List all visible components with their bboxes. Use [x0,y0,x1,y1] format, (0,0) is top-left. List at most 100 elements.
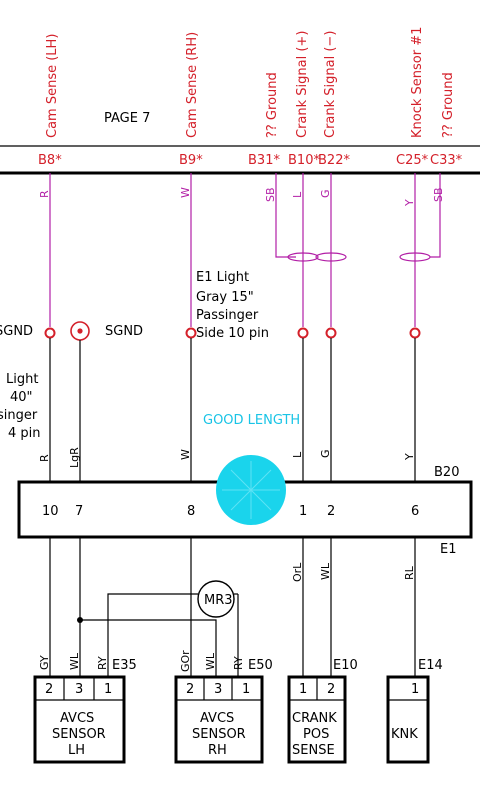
page-label: PAGE 7 [104,111,150,126]
svg-text:4 pin: 4 pin [8,426,41,441]
svg-text:3: 3 [214,682,222,697]
pin-code-c25: C25* [396,153,429,168]
connector-side: E1 [440,542,457,557]
splice-dot [77,617,83,623]
svg-text:RY: RY [232,656,245,670]
svg-text:SENSOR: SENSOR [52,727,106,742]
svg-text:R: R [38,190,51,198]
pin-code-b9: B9* [179,153,203,168]
mid-wires [49,338,416,482]
svg-text:Passinger: Passinger [196,308,259,323]
sensor-conn-e35: E35 [112,658,137,673]
sensor-avcs-rh: 2 3 1 AVCS SENSOR RH [174,675,264,764]
svg-text:LH: LH [68,743,85,758]
svg-text:RH: RH [208,743,227,758]
svg-text:RY: RY [96,656,109,670]
header-cam-sense-rh: Cam Sense (RH) [185,32,200,138]
svg-text:SB: SB [432,187,445,202]
svg-text:KNK: KNK [391,727,418,742]
sensor-conn-e10: E10 [333,658,358,673]
highlight-star [222,461,280,519]
pin-code-c33: C33* [430,153,463,168]
good-length-note: GOOD LENGTH [203,413,300,428]
svg-text:CRANK: CRANK [292,711,337,726]
left-note: Light 40" singer 4 pin [0,372,41,441]
sensor-wire-color-labels: GY WL RY GOr WL RY [38,650,245,672]
mr3-resistor [197,580,235,618]
svg-text:2: 2 [327,504,335,519]
svg-text:2: 2 [186,682,194,697]
harness-color-labels: OrL WL RL [291,562,416,582]
svg-text:WL: WL [204,652,217,670]
svg-text:6: 6 [411,504,419,519]
pin-code-b31: B31* [248,153,280,168]
header-ground-c33: ?? Ground [441,72,456,138]
svg-text:E1 Light: E1 Light [196,270,249,285]
svg-text:AVCS: AVCS [60,711,94,726]
shield-ellipses [287,252,431,262]
upper-wires [49,173,441,327]
sensor-crank-pos: 1 2 CRANK POS SENSE [287,675,347,764]
mr3-label: MR3 [204,593,233,608]
header-crank-signal-minus: Crank Signal (−) [323,31,338,138]
upper-wire-color-labels: R W SB L G Y SB [38,187,445,207]
svg-text:R: R [38,454,51,462]
sensor-conn-e50: E50 [248,658,273,673]
svg-text:W: W [179,449,192,460]
svg-text:SENSOR: SENSOR [192,727,246,742]
svg-text:1: 1 [299,504,307,519]
svg-text:1: 1 [299,682,307,697]
svg-text:W: W [179,187,192,198]
svg-text:GOr: GOr [179,650,192,672]
header-cam-sense-lh: Cam Sense (LH) [45,34,60,138]
svg-text:1: 1 [104,682,112,697]
svg-text:AVCS: AVCS [200,711,234,726]
svg-text:singer: singer [0,408,38,423]
svg-text:Y: Y [403,199,416,207]
svg-text:POS: POS [303,727,329,742]
svg-text:WL: WL [319,562,332,580]
svg-text:LgR: LgR [68,447,81,468]
sensor-avcs-lh: 2 3 1 AVCS SENSOR LH [33,675,126,764]
svg-text:WL: WL [68,652,81,670]
svg-text:10: 10 [42,504,59,519]
svg-text:Side 10 pin: Side 10 pin [196,326,269,341]
header-crank-signal-plus: Crank Signal (+) [295,31,310,138]
svg-text:GY: GY [38,655,51,670]
svg-text:2: 2 [45,682,53,697]
svg-text:8: 8 [187,504,195,519]
svg-text:G: G [319,449,332,458]
pin-code-row: B8* B9* B31* B10* B22* C25* C33* [38,153,463,168]
sgnd-center-dot [77,328,83,334]
svg-text:SB: SB [264,187,277,202]
sensor-knk: 1 KNK [386,675,430,764]
sensor-conn-e14: E14 [418,658,443,673]
svg-text:Light: Light [6,372,38,387]
svg-text:G: G [319,189,332,198]
sgnd-right: SGND [105,324,143,339]
svg-text:40": 40" [10,390,33,405]
svg-text:1: 1 [411,682,419,697]
connection-points [44,321,421,341]
pin-code-b10: B10* [288,153,320,168]
svg-text:SENSE: SENSE [292,743,335,758]
pin-code-b8: B8* [38,153,62,168]
lower-wire-color-labels: R LgR W L G Y [38,447,416,468]
lower-wires [49,537,416,677]
svg-text:Y: Y [403,453,416,461]
connector-pin-numbers: 10 7 8 1 2 6 [42,504,419,519]
e1-note: E1 Light Gray 15" Passinger Side 10 pin [196,270,269,341]
svg-text:7: 7 [75,504,83,519]
svg-text:RL: RL [403,565,416,580]
connector-id: B20 [434,465,459,480]
svg-text:L: L [291,191,304,198]
sgnd-left: SGND [0,324,33,339]
svg-text:1: 1 [242,682,250,697]
svg-text:Gray 15": Gray 15" [196,290,254,305]
svg-text:2: 2 [327,682,335,697]
svg-text:OrL: OrL [291,562,304,582]
header-ground-b31: ?? Ground [265,72,280,138]
pin-code-b22: B22* [318,153,350,168]
svg-text:3: 3 [75,682,83,697]
